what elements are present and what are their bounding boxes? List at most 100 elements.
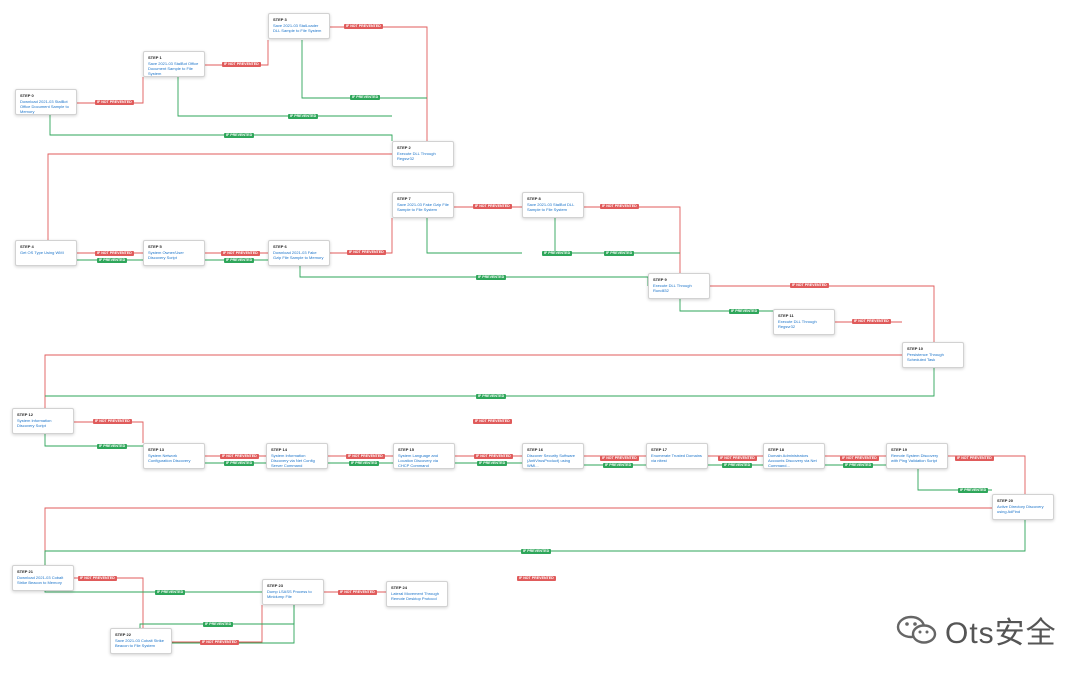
step-14-title: STEP 14 <box>271 447 287 452</box>
step-6-desc[interactable]: Download 2021-03 Fake Gzip File Sample t… <box>273 250 324 260</box>
badge-not-prevented[interactable]: IF NOT PREVENTED <box>221 251 260 256</box>
step-11-title: STEP 11 <box>778 313 794 318</box>
badge-prevented[interactable]: IF PREVENTED <box>349 461 380 466</box>
badge-prevented[interactable]: IF PREVENTED <box>288 114 319 119</box>
step-18-desc[interactable]: Domain Administrators Accounts Discovery… <box>768 453 817 468</box>
step-0-title: STEP 0 <box>20 93 34 98</box>
prevented-connector <box>554 218 680 254</box>
badge-not-prevented[interactable]: IF NOT PREVENTED <box>95 100 134 105</box>
step-20-desc[interactable]: Active Directory Discovery using AdFind <box>997 504 1044 514</box>
step-9-desc[interactable]: Execute DLL Through Rundll32 <box>653 283 692 293</box>
badge-prevented[interactable]: IF PREVENTED <box>477 461 508 466</box>
badge-prevented[interactable]: IF PREVENTED <box>476 394 507 399</box>
step-19-desc[interactable]: Remote System Discovery with Ping Valida… <box>891 453 939 463</box>
badge-not-prevented[interactable]: IF NOT PREVENTED <box>95 251 134 256</box>
badge-prevented[interactable]: IF PREVENTED <box>224 258 255 263</box>
badge-not-prevented[interactable]: IF NOT PREVENTED <box>718 456 757 461</box>
badge-prevented[interactable]: IF PREVENTED <box>521 549 552 554</box>
badge-not-prevented[interactable]: IF NOT PREVENTED <box>200 640 239 645</box>
badge-not-prevented[interactable]: IF NOT PREVENTED <box>222 62 261 67</box>
badge-not-prevented[interactable]: IF NOT PREVENTED <box>78 576 117 581</box>
step-10-desc[interactable]: Persistence Through Scheduled Task <box>907 352 944 362</box>
step-7-desc[interactable]: Save 2021-03 Fake Gzip File Sample to Fi… <box>397 202 449 212</box>
not-prevented-connector <box>47 153 392 240</box>
step-17-desc[interactable]: Enumerate Trusted Domains via nltest <box>651 453 702 463</box>
step-16-title: STEP 16 <box>527 447 543 452</box>
badge-not-prevented[interactable]: IF NOT PREVENTED <box>790 283 829 288</box>
badge-not-prevented[interactable]: IF NOT PREVENTED <box>346 454 385 459</box>
step-16-desc[interactable]: Discover Security Software (AntiVirusPro… <box>527 453 576 468</box>
step-3-desc[interactable]: Save 2021-03 StalLoader DLL Sample to Fi… <box>273 23 322 33</box>
step-21-desc[interactable]: Download 2021-03 Cobalt Strike Beacon to… <box>17 575 64 585</box>
badge-not-prevented[interactable]: IF NOT PREVENTED <box>600 456 639 461</box>
badge-not-prevented[interactable]: IF NOT PREVENTED <box>517 576 556 581</box>
badge-prevented[interactable]: IF PREVENTED <box>224 461 255 466</box>
badge-not-prevented[interactable]: IF NOT PREVENTED <box>220 454 259 459</box>
step-24-desc[interactable]: Lateral Movement Through Remote Desktop … <box>391 591 439 601</box>
badge-prevented[interactable]: IF PREVENTED <box>542 251 573 256</box>
badge-prevented[interactable]: IF PREVENTED <box>603 463 634 468</box>
step-1-desc[interactable]: Save 2021-03 StalBot Office Document Sam… <box>148 61 199 76</box>
badge-not-prevented[interactable]: IF NOT PREVENTED <box>473 204 512 209</box>
badge-not-prevented[interactable]: IF NOT PREVENTED <box>840 456 879 461</box>
step-0-desc[interactable]: Download 2021-03 StalBot Office Document… <box>20 99 69 114</box>
badge-prevented[interactable]: IF PREVENTED <box>155 590 186 595</box>
badge-prevented[interactable]: IF PREVENTED <box>224 133 255 138</box>
step-13-desc[interactable]: System Network Configuration Discovery <box>148 453 191 463</box>
badge-prevented[interactable]: IF PREVENTED <box>97 444 128 449</box>
badge-not-prevented[interactable]: IF NOT PREVENTED <box>93 419 132 424</box>
badge-prevented[interactable]: IF PREVENTED <box>97 258 128 263</box>
step-12-desc[interactable]: System Information Discovery Script <box>17 418 52 428</box>
badge-not-prevented[interactable]: IF NOT PREVENTED <box>344 24 383 29</box>
badge-prevented[interactable]: IF PREVENTED <box>476 275 507 280</box>
step-11-desc[interactable]: Execute DLL Through Regsvr32 <box>778 319 817 329</box>
badge-prevented[interactable]: IF PREVENTED <box>729 309 760 314</box>
step-8-desc[interactable]: Save 2021-03 StalBot DLL Sample to File … <box>527 202 575 212</box>
step-22-desc[interactable]: Save 2021-03 Cobalt Strike Beacon to Fil… <box>115 638 164 648</box>
badge-not-prevented[interactable]: IF NOT PREVENTED <box>600 204 639 209</box>
step-14-desc[interactable]: System Information Discovery via Net Con… <box>271 453 315 468</box>
badge-not-prevented[interactable]: IF NOT PREVENTED <box>474 454 513 459</box>
badge-prevented[interactable]: IF PREVENTED <box>958 488 989 493</box>
step-2-desc[interactable]: Execute DLL Through Regsvr32 <box>397 151 436 161</box>
badge-prevented[interactable]: IF PREVENTED <box>604 251 635 256</box>
step-23-desc[interactable]: Dump LSASS Process to Minidump File <box>267 589 312 599</box>
badge-not-prevented[interactable]: IF NOT PREVENTED <box>473 419 512 424</box>
badge-prevented[interactable]: IF PREVENTED <box>722 463 753 468</box>
step-4-desc[interactable]: Get OS Type Using WMI <box>20 250 64 255</box>
badge-not-prevented[interactable]: IF NOT PREVENTED <box>347 250 386 255</box>
badge-prevented[interactable]: IF PREVENTED <box>203 622 234 627</box>
badge-not-prevented[interactable]: IF NOT PREVENTED <box>955 456 994 461</box>
step-15-desc[interactable]: System Language and Location Discovery v… <box>398 453 439 468</box>
step-5-desc[interactable]: System Owner/User Discovery Script <box>148 250 184 260</box>
badge-prevented[interactable]: IF PREVENTED <box>350 95 381 100</box>
badge-not-prevented[interactable]: IF NOT PREVENTED <box>338 590 377 595</box>
badge-not-prevented[interactable]: IF NOT PREVENTED <box>852 319 891 324</box>
badge-prevented[interactable]: IF PREVENTED <box>843 463 874 468</box>
